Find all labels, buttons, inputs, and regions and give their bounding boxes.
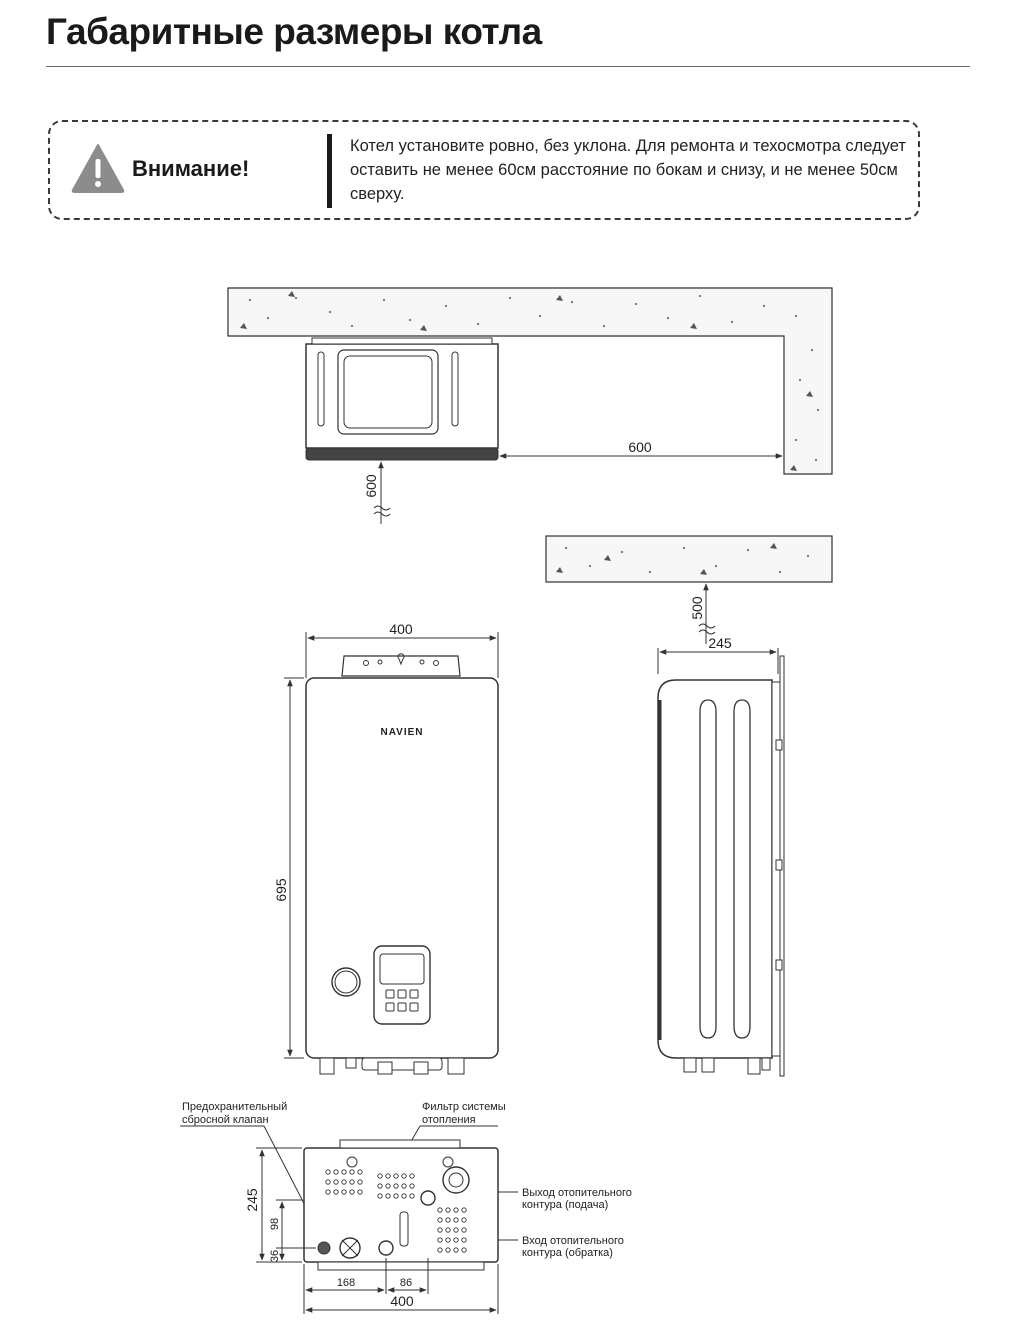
- safety-valve: [317, 1241, 331, 1255]
- label-filter-2: отопления: [422, 1114, 476, 1126]
- supply-fitting: [420, 1190, 436, 1206]
- dim-bottom-clearance: 600: [363, 474, 379, 498]
- dim-98: 98: [269, 1218, 281, 1230]
- dim-top-clearance: 500: [689, 596, 705, 620]
- concrete-texture: [240, 291, 819, 471]
- dim-168: 168: [337, 1277, 355, 1289]
- mounting-bracket: [341, 655, 461, 677]
- brand-logo: NAVIEN: [380, 727, 423, 738]
- ceiling-slab: [545, 535, 833, 583]
- label-supply-2: контура (подача): [522, 1199, 608, 1211]
- warning-triangle-icon: [71, 144, 125, 193]
- notice-text: Котел установите ровно, без уклона. Для …: [350, 137, 906, 203]
- label-return-2: контура (обратка): [522, 1247, 613, 1259]
- dim-36: 36: [269, 1250, 281, 1262]
- dim-front-width: 400: [389, 621, 413, 637]
- boiler-plan-body: [305, 343, 499, 449]
- warning-notice: Внимание! Котел установите ровно, без ук…: [48, 120, 920, 220]
- title-divider: [46, 66, 970, 67]
- dim-side-clearance: 600: [628, 439, 652, 455]
- label-safety-valve: Предохранительный: [182, 1101, 287, 1113]
- bottom-view: Предохранительный сбросной клапан Фильтр…: [180, 1101, 632, 1314]
- dim-bottom-depth: 245: [244, 1188, 260, 1212]
- top-view-installation: 600 600: [227, 287, 833, 524]
- side-view: 500 245: [545, 535, 833, 1077]
- front-view: 400 695 NAVIEN: [273, 621, 499, 1075]
- label-return: Вход отопительного: [522, 1235, 624, 1247]
- pressure-gauge: [331, 967, 361, 997]
- dim-front-height: 695: [273, 878, 289, 902]
- concrete-wall: [227, 287, 833, 475]
- page-title: Габаритные размеры котла: [46, 11, 542, 52]
- dim-86: 86: [400, 1277, 412, 1289]
- label-supply: Выход отопительного: [522, 1187, 632, 1199]
- dim-depth: 245: [708, 635, 732, 651]
- dim-bottom-width: 400: [390, 1293, 414, 1309]
- label-safety-valve-2: сбросной клапан: [182, 1114, 269, 1126]
- warning-label: Внимание!: [132, 156, 250, 181]
- label-filter: Фильтр системы: [422, 1101, 506, 1113]
- notice-divider-bar: [327, 134, 332, 208]
- return-fitting: [378, 1240, 394, 1256]
- boiler-side-body: [657, 679, 773, 1059]
